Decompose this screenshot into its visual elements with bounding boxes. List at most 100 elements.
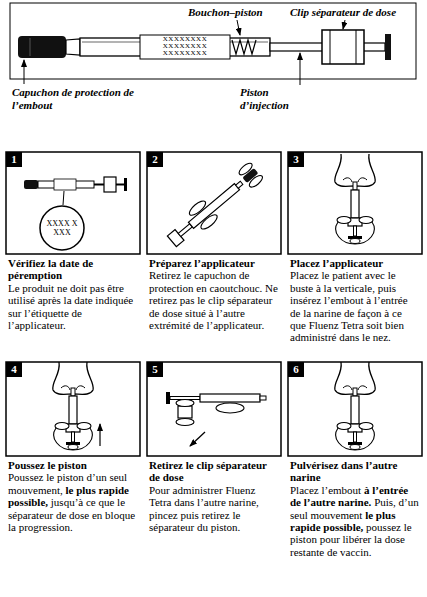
step-instruction: Retirez le capuchon de protection en cao… [149,269,278,331]
drawing-rect [322,30,364,64]
step-text: Retirez le clip séparateur de dosePour a… [149,459,279,533]
step-body: Retirez le capuchon de protection en cao… [149,269,279,331]
step-text: Poussez le pistonPoussez le piston d’un … [8,459,138,533]
drawing-line [343,20,345,29]
panel4-illustration [53,362,100,450]
drawing-rect [178,224,192,237]
step-instruction: Placez le patient avec le buste à la ver… [290,269,408,343]
drawing-rect [288,152,422,254]
step-panel: 5Retirez le clip séparateur de dosePour … [147,362,281,534]
drawing-line [330,30,331,64]
drawing-ellipse [199,212,219,231]
drawing-rect [54,179,76,190]
drawing-use [348,388,362,445]
drawing-line [63,191,64,205]
part-label: Bouchon–piston [188,6,288,19]
step-panel: 3Placez l’applicateurPlacez le patient a… [288,152,422,344]
step-text: Pulvérisez dans l’autre narinePlacez l’e… [290,459,420,558]
drawing-rect [260,396,266,400]
drawing-use [66,388,80,445]
step-body: Placez l’embout à l’entrée de l’autre na… [290,484,420,558]
panel-frames [6,152,422,456]
drawing-rect [18,36,66,58]
drawing-line [99,424,100,446]
step-text: Vérifiez la date de péremptionLe produit… [8,257,138,331]
drawing-line [237,20,240,35]
drawing-rect [124,178,127,191]
step-body: Le produit ne doit pas être utilisé aprè… [8,282,138,332]
panel5-illustration [166,392,266,446]
drawing-rect [140,35,230,59]
step-panel: 1Vérifiez la date de péremptionLe produi… [6,152,140,332]
part-label: Piston d’injection [240,86,296,112]
step-body: Poussez le piston d’un seul mouvement, l… [8,471,138,533]
drawing-rect [178,406,192,418]
drawing-ellipse [237,161,254,177]
drawing-line [190,432,205,446]
step-heading: Vérifiez la date de péremption [8,257,138,282]
label-marking: XXXXXXXX [140,43,230,50]
label-marking: XXXXXXXX [140,36,230,43]
drawing-line [356,30,357,64]
step-number: 2 [147,152,163,167]
drawing-path [66,39,80,55]
step-panel: 2Préparez l’applicateurRetirez le capuch… [147,152,281,332]
part-label: Clip séparateur de dose [290,6,414,19]
drawing-ellipse [248,173,265,189]
drawing-use [54,423,93,451]
drawing-ellipse [187,199,207,218]
panel2-illustration [164,160,266,251]
step-number: 5 [147,362,163,377]
step-number: 4 [6,362,22,377]
label-marking: XXXXXXXX [140,50,230,57]
panel1-illustration [24,177,127,250]
drawing-rect [288,362,422,456]
drawing-rect [236,181,243,188]
drawing-path [232,40,256,54]
drawing-rect [104,177,116,192]
drawing-rect [147,362,281,456]
step-number: 1 [6,152,22,167]
step-body: Pour administrer Fluenz Tetra dans l’aut… [149,484,279,534]
step-instruction: Placez l’embout [290,484,361,496]
drawing-use [335,154,376,186]
step-heading: Pulvérisez dans l’autre narine [290,459,420,484]
step-panel: 4Poussez le pistonPoussez le piston d’un… [6,362,140,534]
drawing-use [336,217,375,245]
step-heading: Préparez l’applicateur [149,257,279,269]
drawing-line [24,60,25,84]
drawing-ellipse [176,419,194,426]
drawing-rect [6,152,140,254]
step-instruction: Le produit ne doit pas être utilisé aprè… [8,282,133,331]
drawing-ellipse [216,403,244,413]
step-number: 6 [288,362,304,377]
step-number: 3 [288,152,304,167]
drawing-rect [385,34,391,60]
drawing-use [348,182,362,239]
step-instruction: Pour administrer Fluenz Tetra dans l’aut… [149,484,259,533]
drawing-rect [24,180,38,189]
drawing-use [336,423,375,451]
panel6-illustration [335,362,376,450]
step-panel: 6Pulvérisez dans l’autre narinePlacez l’… [288,362,422,559]
drawing-rect [147,152,281,254]
drawing-rect [6,362,140,456]
panel3-illustration [335,154,376,244]
step-text: Placez l’applicateurPlacez le patient av… [290,257,420,344]
step-heading: Placez l’applicateur [290,257,420,269]
drawing-circle [40,206,84,250]
drawing-ellipse [176,400,194,407]
label-marking: XXXX XXXX [45,219,79,237]
part-label: Capuchon de protection de l’embout [12,86,144,112]
drawing-rect [10,3,416,79]
drawing-line [30,38,31,56]
drawing-rect [200,394,260,402]
step-heading: Retirez le clip séparateur de dose [149,459,279,484]
step-heading: Poussez le piston [8,459,138,471]
drawing-rect [166,392,170,404]
step-text: Préparez l’applicateurRetirez le capucho… [149,257,279,331]
drawing-line [300,53,301,85]
applicator-figure [10,3,416,85]
